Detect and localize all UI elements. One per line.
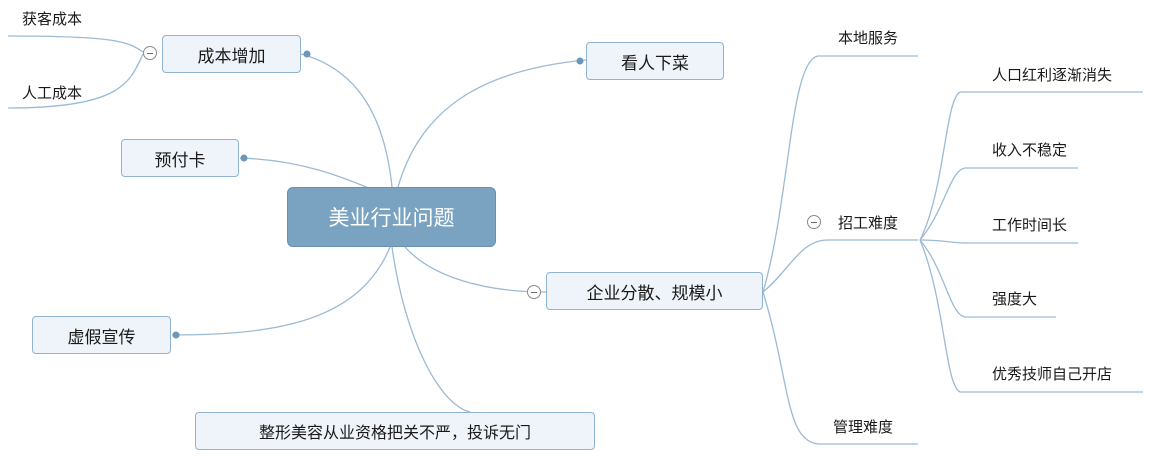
dot-prepaid: [240, 154, 248, 162]
leaf-hiring-income[interactable]: 收入不稳定: [992, 141, 1068, 159]
node-scatter[interactable]: 企业分散、规模小: [546, 272, 763, 310]
connector-scatter-manage: [762, 291, 819, 445]
collapse-hiring-icon[interactable]: [807, 215, 821, 229]
leaf-hiring-own-shop[interactable]: 优秀技师自己开店: [992, 365, 1113, 383]
connector-root-cost: [300, 53, 393, 188]
connector-cost-acq: [7, 35, 144, 53]
dot-cost: [303, 50, 311, 58]
leaf-acquisition-cost[interactable]: 获客成本: [22, 10, 83, 28]
connector-hiring-c3: [919, 239, 966, 244]
leaf-hiring-intensity[interactable]: 强度大: [992, 290, 1038, 308]
connector-cost-labor: [7, 53, 144, 109]
dot-ads: [172, 331, 180, 339]
connector-hiring-c2: [919, 167, 966, 241]
leaf-labor-cost[interactable]: 人工成本: [22, 84, 83, 102]
node-cost[interactable]: 成本增加: [162, 35, 301, 73]
connector-root-ads: [171, 246, 391, 336]
collapse-cost-icon[interactable]: [143, 46, 157, 60]
connector-root-pick: [397, 59, 587, 188]
node-prepaid[interactable]: 预付卡: [121, 139, 239, 177]
leaf-local-service[interactable]: 本地服务: [838, 29, 899, 47]
root-node[interactable]: 美业行业问题: [287, 187, 496, 247]
dot-pick: [576, 57, 584, 65]
node-cosmetic[interactable]: 整形美容从业资格把关不严，投诉无门: [195, 412, 595, 450]
connector-root-scatter: [404, 246, 547, 293]
leaf-manage[interactable]: 管理难度: [833, 418, 894, 436]
node-ads[interactable]: 虚假宣传: [32, 316, 171, 354]
connector-scatter-hiring: [762, 239, 829, 293]
collapse-scatter-icon[interactable]: [527, 285, 541, 299]
leaf-hiring[interactable]: 招工难度: [838, 214, 899, 232]
connector-scatter-local: [762, 55, 819, 293]
leaf-hiring-demographic[interactable]: 人口红利逐渐消失: [992, 66, 1113, 84]
connector-hiring-c4: [919, 239, 966, 318]
node-pick[interactable]: 看人下菜: [586, 42, 724, 80]
connector-hiring-c5: [919, 239, 961, 393]
connector-hiring-c1: [919, 91, 961, 241]
leaf-hiring-hours[interactable]: 工作时间长: [992, 216, 1068, 234]
connector-root-cosmetic: [391, 246, 471, 413]
